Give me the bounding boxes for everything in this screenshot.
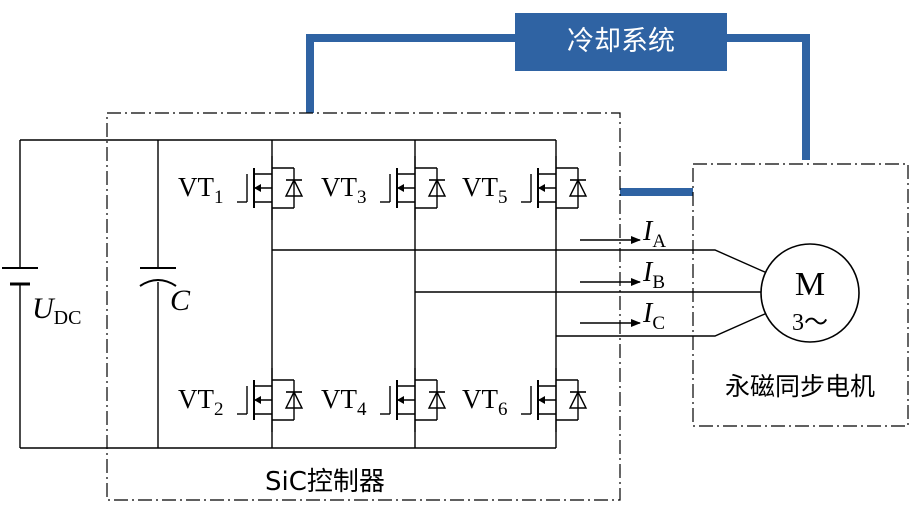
switch-label-vt1: VT1 [178, 172, 224, 208]
current-arrows [580, 236, 641, 327]
cooling-system-box [515, 13, 727, 71]
switch-vt5 [520, 155, 587, 221]
controller-label: SiC控制器 [265, 467, 385, 497]
udc-label: UDC [32, 292, 81, 329]
motor-boundary [692, 163, 909, 427]
switch-label-vt6: VT6 [462, 384, 508, 420]
motor-label: 永磁同步电机 [725, 372, 875, 401]
motor-m-label: M [795, 266, 825, 303]
cooling-pipe [306, 34, 810, 196]
capacitor-label: C [170, 284, 191, 317]
dc-source-symbol [2, 267, 38, 286]
cooling-system-label: 冷却系统 [567, 26, 675, 57]
current-label-b: IB [642, 257, 665, 293]
dc-bus-wires [19, 139, 557, 449]
switch-vt2 [236, 367, 303, 433]
switch-vt6 [520, 367, 587, 433]
phase-lines [272, 249, 768, 337]
current-label-a: IA [642, 216, 666, 252]
switch-vt1 [236, 155, 303, 221]
motor-symbol [760, 243, 860, 343]
controller-boundary [106, 112, 621, 501]
switch-vt3 [379, 155, 446, 221]
switch-label-vt5: VT5 [462, 172, 508, 208]
switch-label-vt4: VT4 [321, 384, 367, 420]
motor-phase-label: 3～ [792, 310, 828, 336]
switch-label-vt3: VT3 [321, 172, 367, 208]
switch-vt4 [379, 367, 446, 433]
current-label-c: IC [642, 298, 665, 334]
switch-label-vt2: VT2 [178, 384, 224, 420]
capacitor-symbol [139, 267, 177, 287]
